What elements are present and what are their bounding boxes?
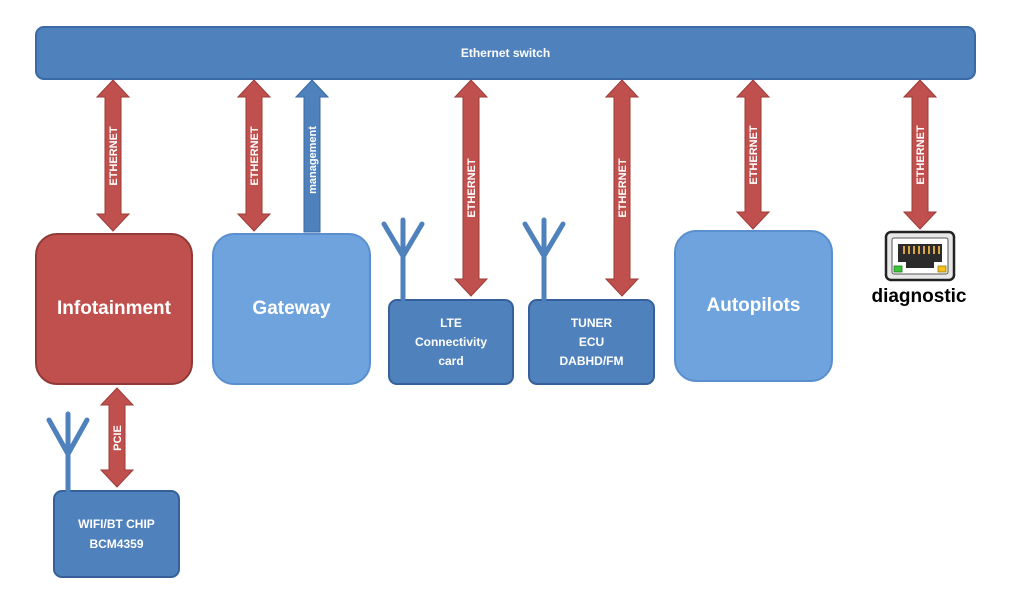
tuner-ecu-block: TUNER ECU DABHD/FM [528,299,655,385]
ethernet-switch-label: Ethernet switch [460,46,551,60]
autopilots-block: Autopilots [674,230,833,382]
pcie-arrow: PCIE [99,387,135,488]
ethernet-arrow-label: ETHERNET [466,158,478,218]
wifi-label-line1: WIFI/BT CHIP [78,517,155,531]
ethernet-arrow-label: ETHERNET [748,125,760,185]
wifi-bt-chip-block: WIFI/BT CHIP BCM4359 [53,490,180,578]
ethernet-arrow-infotainment: ETHERNET [95,79,131,232]
infotainment-label: Infotainment [57,298,171,319]
antenna-icon [46,411,90,493]
ethernet-switch: Ethernet switch [35,26,976,80]
ethernet-arrow-autopilots: ETHERNET [735,79,771,230]
lte-label-line3: card [438,353,464,368]
ethernet-arrow-label: ETHERNET [617,158,629,218]
ethernet-arrow-label: ETHERNET [108,126,120,186]
infotainment-block: Infotainment [35,233,193,385]
lte-label-line1: LTE [440,315,462,330]
gateway-block: Gateway [212,233,371,385]
ethernet-port-icon [884,230,956,282]
lte-label-line2: Connectivity [414,334,487,349]
management-arrow-label: management [307,126,319,194]
ethernet-arrow-label: ETHERNET [249,126,261,186]
pcie-arrow-label: PCIE [112,425,124,451]
ethernet-arrow-lte: ETHERNET [453,79,489,297]
gateway-label: Gateway [252,298,331,319]
ethernet-arrow-tuner: ETHERNET [604,79,640,297]
ethernet-arrow-diagnostic: ETHERNET [902,79,938,230]
wifi-label-line2: BCM4359 [89,537,144,551]
tuner-label-line1: TUNER [570,315,613,330]
tuner-label-line2: ECU [578,334,605,349]
tuner-label-line3: DABHD/FM [559,353,624,368]
ethernet-arrow-label: ETHERNET [915,125,927,185]
antenna-icon [522,217,566,302]
diagnostic-label: diagnostic [871,286,967,307]
ethernet-arrow-gateway: ETHERNET [236,79,272,232]
antenna-icon [381,217,425,302]
autopilots-label: Autopilots [706,295,801,316]
lte-card-block: LTE Connectivity card [388,299,514,385]
management-arrow: management [294,79,330,233]
